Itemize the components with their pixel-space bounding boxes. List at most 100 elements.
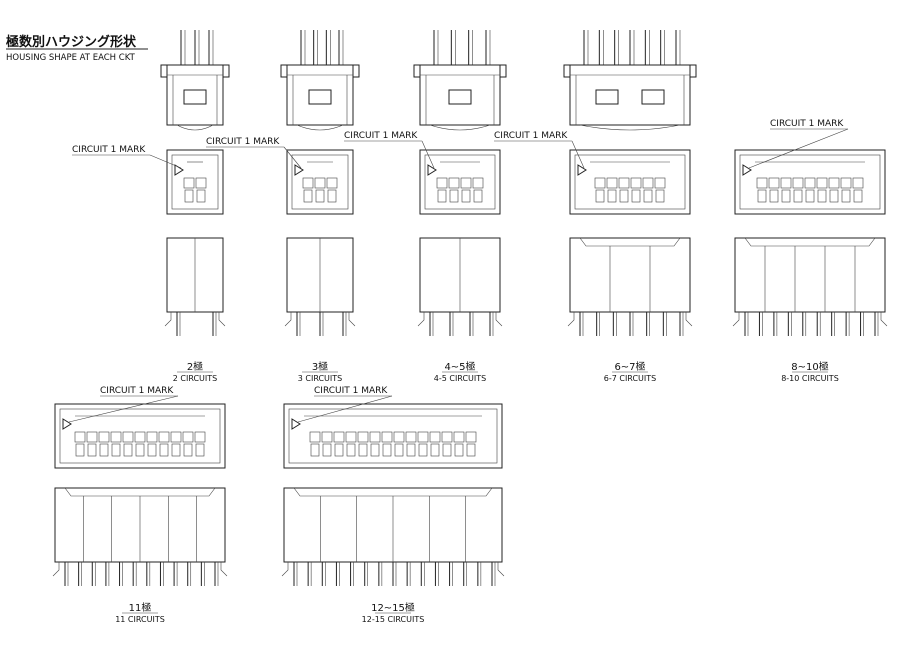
pin-cell (642, 177, 654, 189)
pin-cell (607, 189, 617, 203)
title-en: HOUSING SHAPE AT EACH CKT (6, 53, 136, 63)
pin-cell (405, 431, 417, 443)
drawing-line (283, 146, 302, 169)
pin-cell (841, 189, 851, 203)
pin-cell (757, 189, 767, 203)
group-label-jp: 12~15極 (371, 601, 415, 614)
top-window (641, 89, 665, 105)
drawing-rect (352, 64, 360, 78)
pin-cell (321, 431, 333, 443)
pin-cell (817, 189, 827, 203)
pin-cell (346, 443, 356, 457)
pin-cell (369, 431, 381, 443)
pin-cell (816, 177, 828, 189)
pin-cell (805, 189, 815, 203)
pin-cell (643, 189, 653, 203)
pin-cell (333, 431, 345, 443)
side-tab (685, 312, 693, 327)
face-inner (574, 154, 686, 210)
pin-cell (123, 443, 133, 457)
pin-cell (429, 431, 441, 443)
pin-cell (655, 189, 665, 203)
group-label-en: 2 CIRCUITS (173, 374, 218, 383)
pin-cell (453, 431, 465, 443)
pin-cell (194, 431, 206, 443)
pin-cell (430, 443, 440, 457)
pin-cell (441, 431, 453, 443)
drawing-rect (563, 64, 571, 78)
side-tab (567, 312, 575, 327)
group-label-jp: 3極 (312, 360, 328, 373)
top-view (280, 30, 360, 131)
circuit-1-mark-label: CIRCUIT 1 MARK (100, 386, 174, 396)
group-label-jp: 11極 (129, 601, 152, 614)
face-view (734, 149, 886, 215)
drawing-rect (413, 64, 421, 78)
side-body (734, 237, 886, 313)
group-label-jp: 8~10極 (791, 360, 828, 373)
pin-cell (466, 443, 476, 457)
pin-cell (309, 431, 321, 443)
pin-cell (449, 189, 459, 203)
pin-cell (99, 443, 109, 457)
face-view (286, 149, 354, 215)
pin-cell (315, 189, 325, 203)
pin-cell (840, 177, 852, 189)
pin-cell (781, 189, 791, 203)
side-tab (218, 312, 226, 327)
pin-cell (618, 177, 630, 189)
pin-cell (111, 443, 121, 457)
group-label-jp: 4~5極 (444, 360, 475, 373)
pin-cell (87, 443, 97, 457)
pin-cell (394, 443, 404, 457)
drawing-rect (499, 64, 507, 78)
drawing-rect (222, 64, 230, 78)
pin-cell (630, 177, 642, 189)
pin-cell (382, 443, 392, 457)
side-view (281, 487, 505, 586)
face-view (283, 403, 503, 469)
pin-cell (454, 443, 464, 457)
pin-cell (195, 443, 205, 457)
drawing-rect (160, 64, 168, 78)
top-view (563, 30, 697, 131)
pin-cell (322, 443, 332, 457)
pin-cell (98, 431, 110, 443)
face-view (166, 149, 224, 215)
side-tab (281, 562, 289, 577)
pin-cell (461, 189, 471, 203)
pin-cell (357, 431, 369, 443)
pin-cell (828, 177, 840, 189)
pin-cell (122, 431, 134, 443)
face-view (54, 403, 226, 469)
pin-cell (853, 189, 863, 203)
face-inner (171, 154, 219, 210)
pin-cell (406, 443, 416, 457)
pin-cell (793, 189, 803, 203)
pin-cell (768, 177, 780, 189)
pin-cell (170, 431, 182, 443)
drawing-line (149, 154, 182, 169)
group-label-en: 12-15 CIRCUITS (362, 615, 425, 624)
side-tab (495, 312, 503, 327)
face-inner (424, 154, 496, 210)
circuit-1-mark-label: CIRCUIT 1 MARK (206, 137, 280, 147)
pin-cell (804, 177, 816, 189)
circuit-1-triangle (742, 164, 752, 176)
pin-cell (314, 177, 326, 189)
top-window (448, 89, 472, 105)
pin-cell (358, 443, 368, 457)
pin-cell (86, 431, 98, 443)
pin-cell (195, 177, 207, 189)
drawing-line (748, 128, 849, 169)
face-view (569, 149, 691, 215)
drawing-line (571, 140, 585, 169)
side-view (567, 237, 693, 336)
pin-cell (303, 189, 313, 203)
title-jp: 極数別ハウジング形状 (5, 34, 137, 50)
pin-cell (326, 177, 338, 189)
